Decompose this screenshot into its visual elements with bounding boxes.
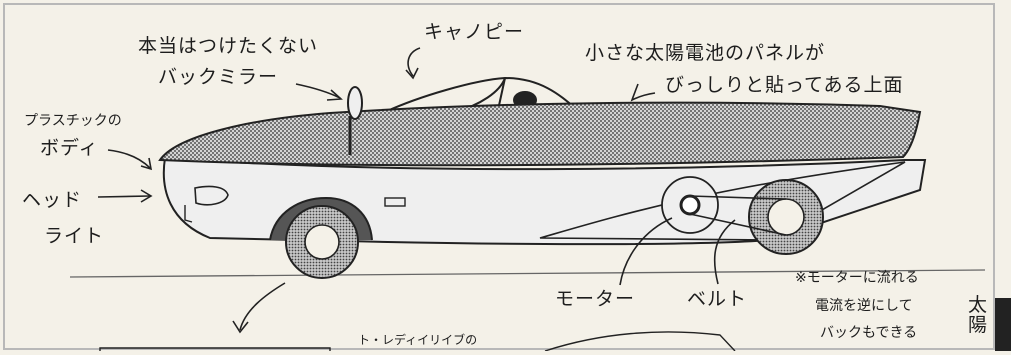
cut-off-text: ト・レディイリイブの [358, 333, 478, 347]
headlight [194, 185, 229, 206]
rear-hub [767, 198, 805, 236]
ground-line [69, 269, 986, 278]
headlight-label-line2: ライト [44, 225, 105, 247]
pointer-lines [97, 47, 736, 334]
solar-note-line1: 小さな太陽電池のパネルが [585, 42, 826, 64]
belt-bottom [689, 213, 787, 236]
frame-border [3, 3, 995, 350]
mirror-note-line1: 本当はつけたくない [138, 35, 319, 57]
headlight-label-line1: ヘッド [22, 189, 83, 211]
front-hub [304, 224, 340, 260]
door-handle [384, 197, 406, 207]
motor-pulley [679, 194, 701, 216]
reverse-note-line2: 電流を逆にして [815, 298, 913, 314]
mirror-note-line2: バックミラー [158, 66, 279, 88]
page-tab [995, 298, 1011, 351]
bottom-box [99, 347, 331, 351]
belt-label: ベルト [687, 288, 748, 310]
reverse-note-line3: バックもできる [820, 325, 918, 341]
solar-panel-top [158, 101, 922, 167]
body-label-line2: ボディ [40, 137, 99, 159]
motor-label: モーター [555, 288, 636, 310]
body-label-line1: プラスチックの [24, 113, 122, 129]
belt-top [689, 195, 787, 200]
solar-note-line2: びっしりと貼ってある上面 [665, 74, 904, 96]
rear-view-mirror [347, 86, 363, 120]
bottom-curve [544, 331, 736, 352]
front-bumper [184, 205, 193, 223]
reverse-note-line1: ※モーターに流れる [795, 270, 919, 286]
canopy-label: キャノピー [424, 21, 525, 43]
side-text: 太陽 [968, 294, 988, 336]
